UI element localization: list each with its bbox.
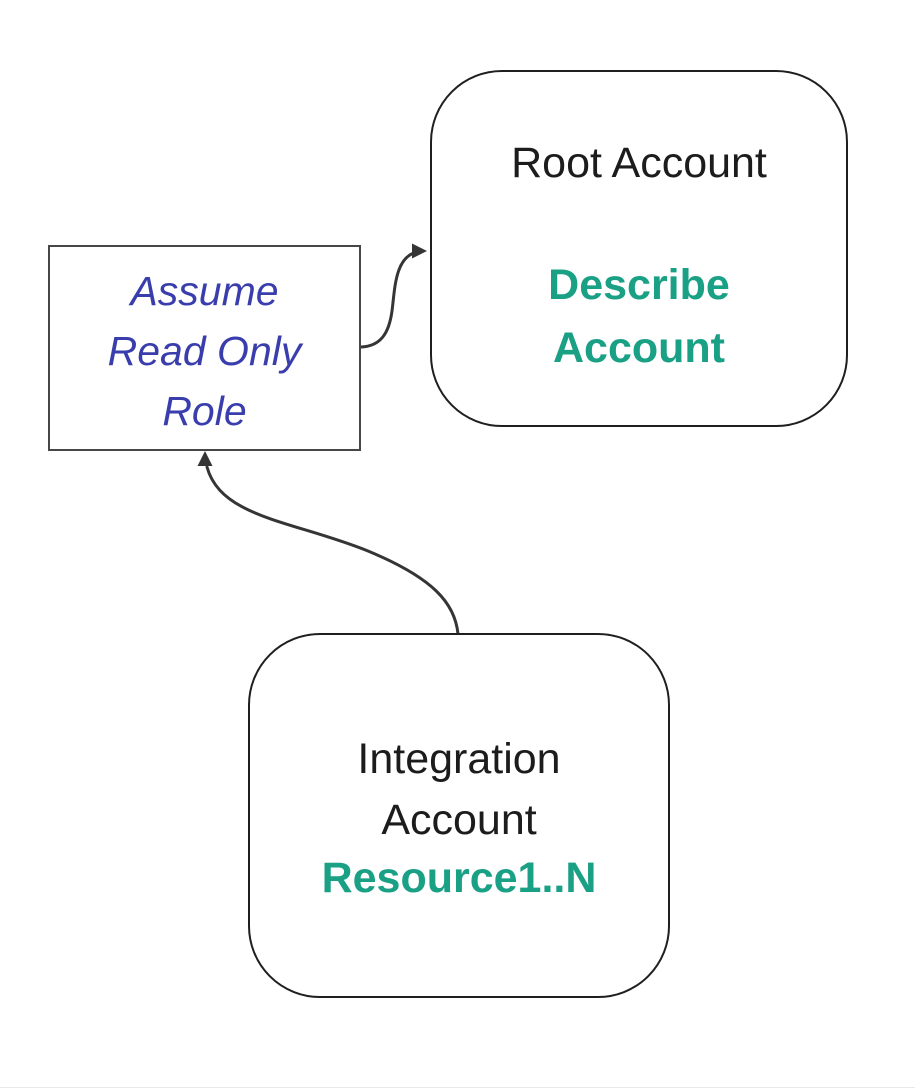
page-bottom-divider <box>0 1087 915 1088</box>
node-assume-read-only-role: Assume Read Only Role <box>48 245 361 451</box>
integration-account-action: Resource1..N <box>321 854 597 902</box>
node-integration-account: Integration Account Resource1..N <box>248 633 670 998</box>
assume-role-label-line-1: Assume <box>130 268 279 314</box>
integration-account-title: Integration Account <box>250 729 668 851</box>
assume-role-label: Assume Read Only Role <box>50 261 359 441</box>
edge-integration-to-assume <box>197 451 460 636</box>
root-account-action-line-1: Describe <box>548 261 730 309</box>
arrowhead-up-icon <box>197 451 213 466</box>
arrowhead-right-icon <box>412 243 427 259</box>
root-account-title: Root Account <box>511 139 767 187</box>
edge-assume-to-root <box>359 243 427 349</box>
node-root-account: Root Account Describe Account <box>430 70 848 427</box>
assume-role-label-line-3: Role <box>162 388 247 434</box>
root-account-action-line-2: Account <box>553 324 725 372</box>
integration-account-title-line-1: Integration <box>357 735 561 783</box>
root-account-action: Describe Account <box>432 254 846 380</box>
integration-account-title-line-2: Account <box>381 796 537 844</box>
assume-role-label-line-2: Read Only <box>107 328 302 374</box>
